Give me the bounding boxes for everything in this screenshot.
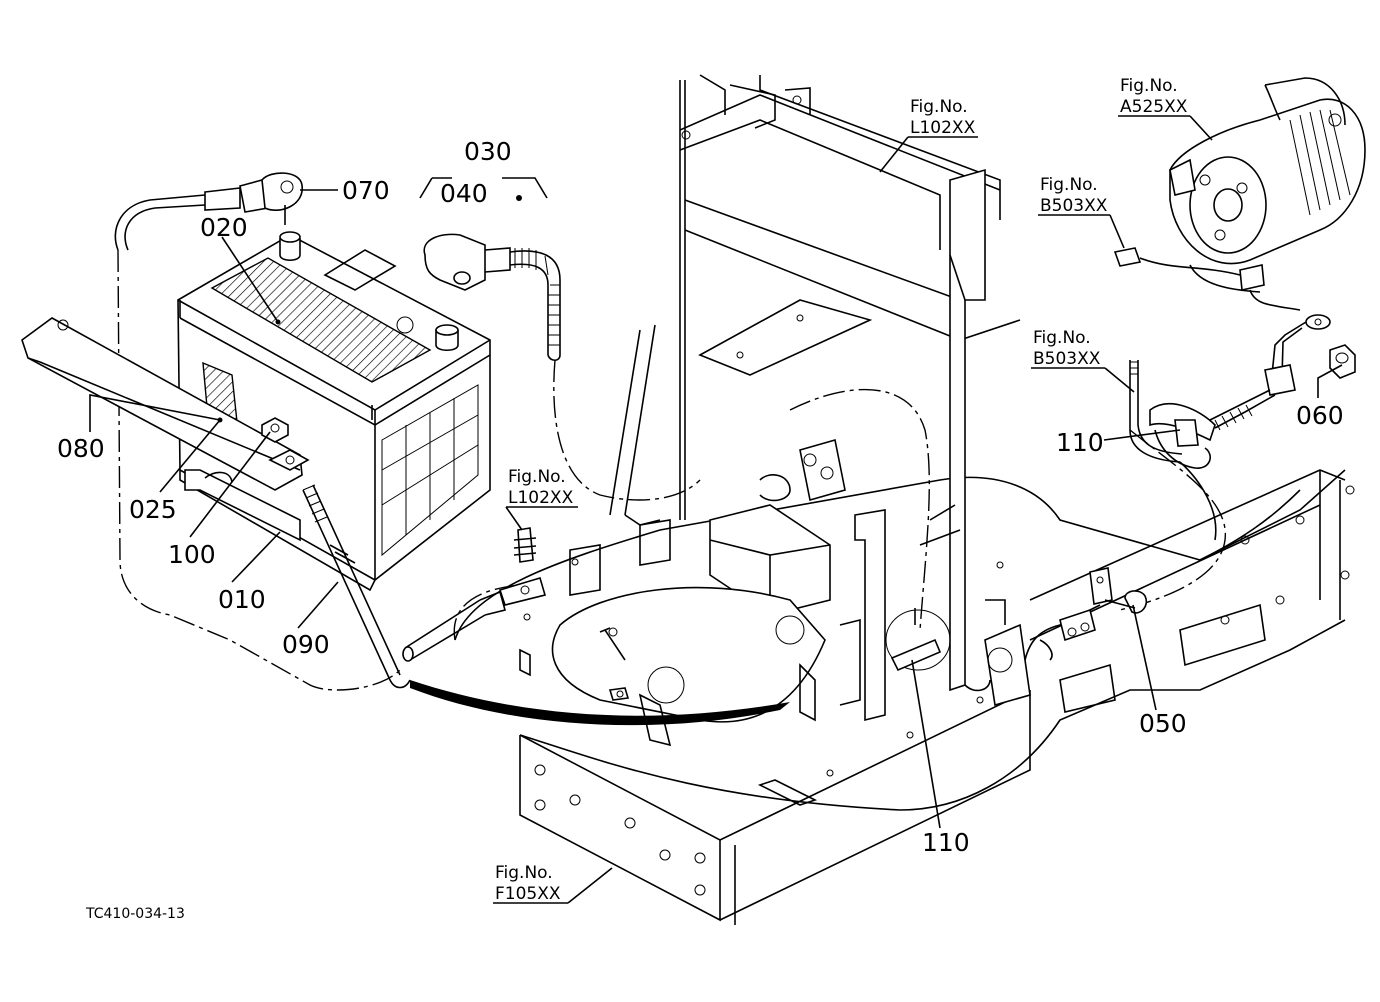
fig-prefix-l102-top: Fig.No. [910, 97, 968, 117]
drawing-code: TC410-034-13 [85, 906, 185, 922]
part-label-110-left: 110 [922, 828, 970, 857]
battery-holder [21, 317, 310, 491]
part-labels: 030 040 070 020 080 025 100 010 090 110 … [57, 137, 1344, 857]
fig-ref-l102-top: L102XX [910, 118, 976, 138]
part-label-110-right: 110 [1056, 428, 1104, 457]
fig-prefix-f105: Fig.No. [495, 863, 553, 883]
harness-clamp-right [1129, 360, 1217, 541]
part-label-090: 090 [282, 630, 330, 659]
part-label-025: 025 [129, 495, 177, 524]
part-label-050: 050 [1139, 709, 1187, 738]
ground-cable [402, 527, 547, 662]
battery-label-panel [210, 257, 432, 383]
fig-ref-f105: F105XX [495, 884, 561, 904]
fig-ref-l102-mid: L102XX [508, 488, 574, 508]
part-label-100: 100 [168, 540, 216, 569]
machine-frame [453, 74, 1355, 925]
part-label-010: 010 [218, 585, 266, 614]
positive-cable [423, 195, 561, 362]
fig-prefix-l102-mid: Fig.No. [508, 467, 566, 487]
fig-ref-a525: A525XX [1120, 97, 1188, 117]
battery-group-outline [117, 249, 401, 691]
battery [177, 231, 491, 592]
starter-motor [1169, 77, 1366, 311]
fig-prefix-a525: Fig.No. [1120, 76, 1178, 96]
battery-tray [184, 469, 301, 542]
part-label-070: 070 [342, 176, 390, 205]
main-harness-cable [410, 680, 790, 726]
fig-prefix-b503-mid: Fig.No. [1033, 328, 1091, 348]
clamp-050 [1024, 567, 1148, 661]
fig-ref-b503-mid: B503XX [1033, 349, 1101, 369]
part-label-030: 030 [464, 137, 512, 166]
leader-lines [89, 115, 1343, 904]
connector-b503 [1113, 247, 1261, 293]
fig-ref-b503-top: B503XX [1040, 196, 1108, 216]
negative-cable [114, 172, 303, 251]
part-label-080: 080 [57, 434, 105, 463]
ground-terminal [1209, 314, 1356, 431]
part-label-060: 060 [1296, 401, 1344, 430]
part-label-020: 020 [200, 213, 248, 242]
fig-prefix-b503-top: Fig.No. [1040, 175, 1098, 195]
battery-rod [302, 484, 411, 689]
figure-references: Fig.No. L102XX Fig.No. A525XX Fig.No. B5… [495, 76, 1188, 904]
cable-tie-left [885, 608, 951, 672]
part-label-040: 040 [440, 179, 488, 208]
